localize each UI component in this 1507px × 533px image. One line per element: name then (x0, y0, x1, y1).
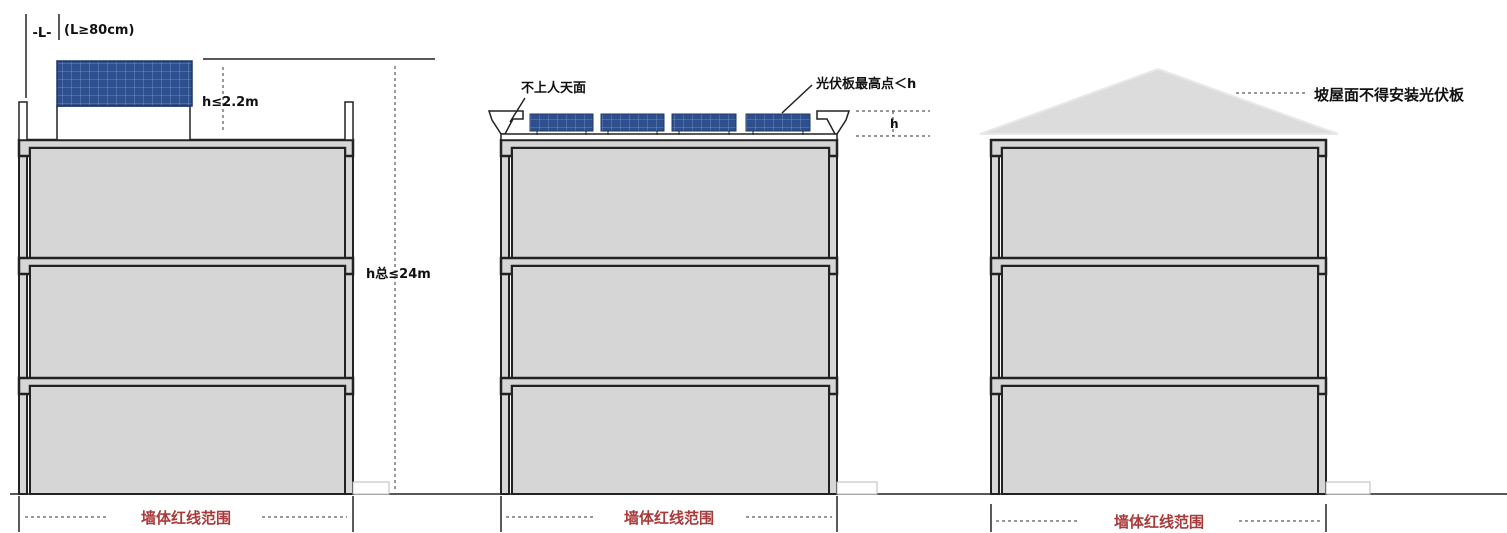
building-3-right-wall (1317, 139, 1327, 495)
building-3-left-wall (990, 139, 1000, 495)
building-1-parapet (344, 101, 354, 141)
building-3-floor (989, 256, 1328, 379)
building-2: 不上人天面 光伏板最高点＜h h 墙体红线范围 (487, 76, 930, 532)
building-1-right-wall (344, 139, 354, 495)
building-3-floor (989, 376, 1328, 495)
building-1-left-wall (18, 139, 28, 495)
pitched-roof (979, 67, 1339, 135)
roof-type-label: 不上人天面 (521, 80, 586, 96)
solar-panel-icon (529, 113, 594, 132)
building-2-footer-label: 墙体红线范围 (624, 509, 714, 527)
solar-panel-icon (745, 113, 811, 132)
pitched-roof-rule: 坡屋面不得安装光伏板 (1314, 86, 1465, 104)
building-1-floor (17, 256, 355, 379)
building-2-floor (499, 138, 839, 259)
building-1-floor (17, 138, 355, 259)
total-height-rule: h总≤24m (366, 266, 431, 282)
setback-rule: (L≥80cm) (64, 23, 134, 38)
solar-panel-icon (671, 113, 737, 132)
building-2-right-wall (828, 139, 838, 495)
panel-support-frame (56, 105, 191, 141)
building-3: 坡屋面不得安装光伏板 墙体红线范围 (979, 67, 1465, 532)
solar-panel-icon (56, 60, 193, 107)
parapet-height-label: h (890, 117, 899, 131)
building-1-parapet (18, 101, 28, 141)
solar-panel-icon (600, 113, 665, 132)
building-1: -L- (L≥80cm) h≤2.2m h总≤24m 墙体红线范围 (17, 14, 435, 532)
setback-label: -L- (32, 26, 51, 41)
building-2-parapet (487, 110, 524, 135)
panel-peak-rule: 光伏板最高点＜h (815, 76, 916, 92)
building-1-floor (17, 376, 355, 495)
building-1-footer-label: 墙体红线范围 (141, 509, 231, 527)
building-2-floor (499, 256, 839, 379)
building-3-footer-label: 墙体红线范围 (1114, 513, 1204, 531)
panel-height-rule: h≤2.2m (202, 95, 259, 110)
building-2-floor (499, 376, 839, 495)
building-2-left-wall (500, 139, 510, 495)
building-2-parapet (816, 110, 851, 135)
building-3-floor (989, 138, 1328, 259)
